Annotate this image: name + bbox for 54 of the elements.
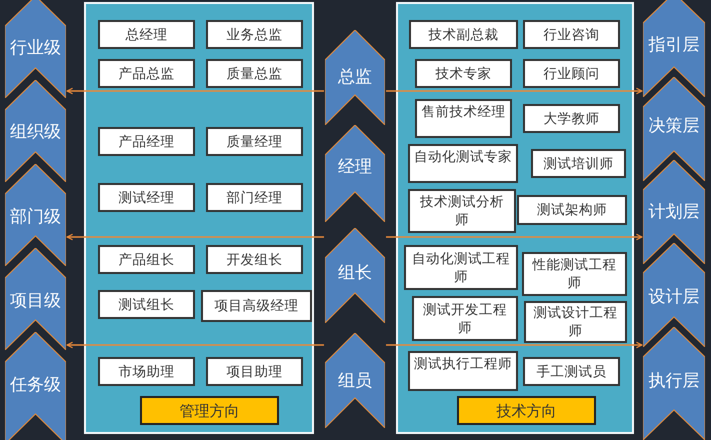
level-band: 总监: [325, 30, 385, 125]
level-band: 执行层: [643, 327, 705, 440]
role-box: 测试培训师: [531, 149, 626, 178]
role-box: 大学教师: [523, 104, 620, 133]
panel: [84, 2, 314, 434]
role-box: 技术测试分析师: [408, 189, 516, 233]
panel: [396, 2, 634, 434]
role-box: 市场助理: [98, 357, 195, 386]
role-box: 测试设计工程师: [524, 301, 627, 343]
level-band: 设计层: [643, 243, 705, 347]
role-box: 测试经理: [98, 183, 195, 212]
arrow: [386, 234, 643, 240]
role-box: 产品组长: [98, 245, 195, 274]
role-box: 产品总监: [98, 59, 195, 88]
level-band: 任务级: [5, 332, 66, 440]
level-band: 行业级: [5, 0, 66, 98]
role-box: 售前技术经理: [415, 99, 512, 138]
role-box: 手工测试员: [523, 357, 620, 386]
role-box: 业务总监: [206, 20, 303, 49]
role-box: 行业咨询: [523, 20, 620, 49]
role-box: 部门经理: [206, 183, 303, 212]
role-box: 测试开发工程师: [412, 296, 518, 341]
level-band: 计划层: [643, 160, 705, 264]
role-box: 质量经理: [206, 127, 303, 156]
role-box: 测试组长: [98, 290, 195, 319]
level-band: 部门级: [5, 164, 66, 266]
role-box: 自动化测试工程师: [404, 245, 518, 290]
level-band: 组长: [325, 228, 385, 323]
level-band: 组织级: [5, 80, 66, 182]
direction-box: 管理方向: [140, 396, 279, 425]
arrow: [386, 342, 643, 348]
level-band: 项目级: [5, 248, 66, 350]
role-box: 项目高级经理: [201, 290, 312, 322]
role-box: 行业顾问: [523, 59, 620, 88]
role-box: 测试架构师: [517, 195, 627, 225]
role-box: 质量总监: [206, 59, 303, 88]
role-box: 测试执行工程师: [408, 351, 518, 391]
level-band: 指引层: [643, 0, 705, 97]
level-band: 经理: [325, 125, 385, 222]
role-box: 总经理: [98, 20, 195, 49]
arrow: [66, 88, 324, 94]
role-box: 技术副总裁: [409, 20, 518, 49]
arrow: [66, 342, 324, 348]
role-box: 自动化测试专家: [408, 144, 518, 183]
role-box: 性能测试工程师: [522, 252, 627, 296]
role-box: 技术专家: [415, 59, 512, 88]
direction-box: 技术方向: [457, 396, 596, 425]
role-box: 项目助理: [206, 357, 303, 386]
role-box: 开发组长: [206, 245, 303, 274]
arrow: [66, 234, 324, 240]
level-band: 组员: [325, 333, 385, 428]
arrow: [386, 88, 643, 94]
level-band: 决策层: [643, 77, 705, 181]
role-box: 产品经理: [98, 127, 195, 156]
